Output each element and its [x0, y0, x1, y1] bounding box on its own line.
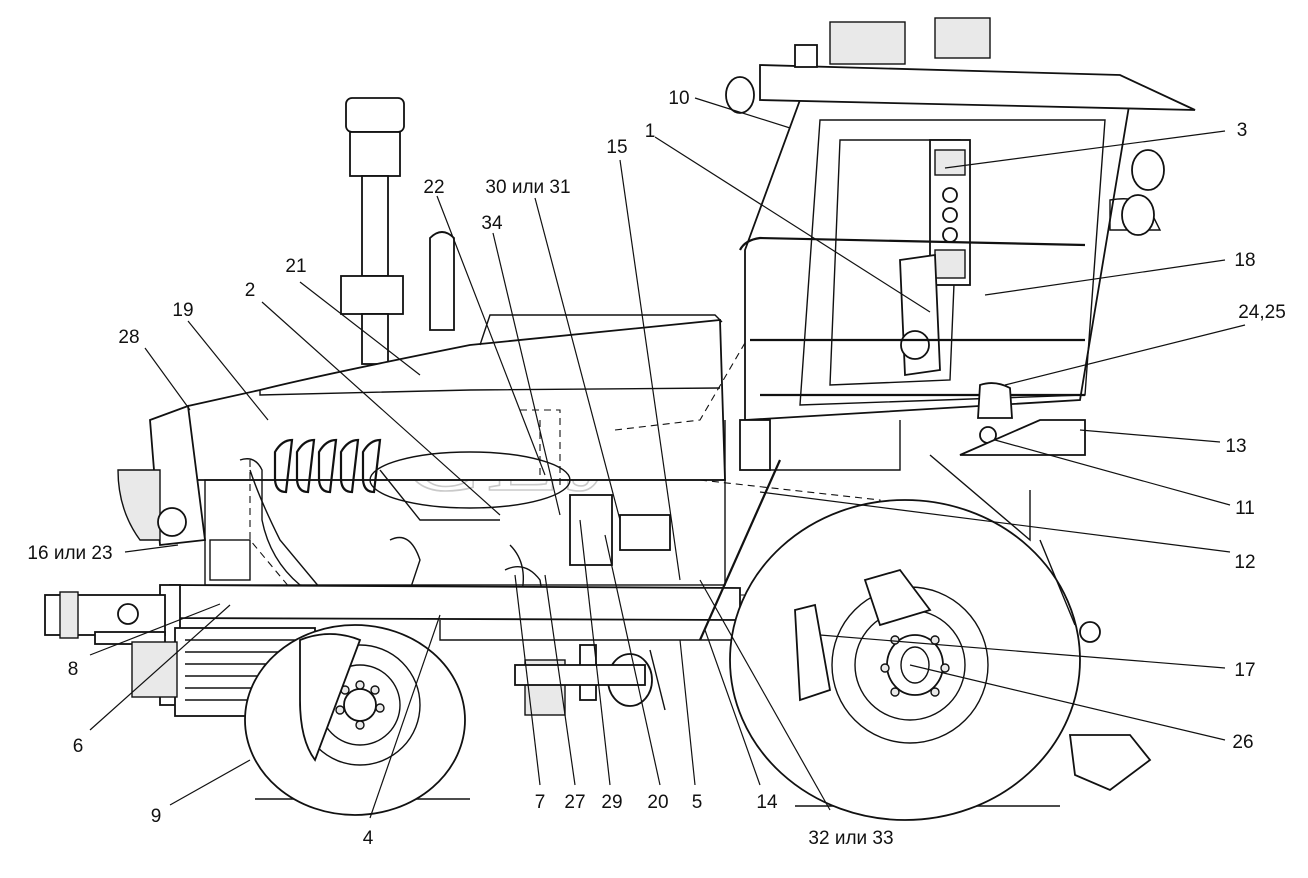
- exhaust-stack: [340, 97, 455, 365]
- callout-1: 1: [645, 121, 656, 142]
- callout-20: 20: [647, 792, 668, 813]
- callout-15: 15: [606, 137, 627, 158]
- hood-louvres: [273, 438, 382, 494]
- callout-21: 21: [285, 256, 306, 277]
- callout-4: 4: [363, 828, 374, 849]
- callout-3: 3: [1237, 120, 1248, 141]
- callout-17: 17: [1234, 660, 1255, 681]
- callout-13: 13: [1225, 436, 1246, 457]
- callout-5: 5: [692, 792, 703, 813]
- callout-22: 22: [423, 177, 444, 198]
- callout-8: 8: [68, 659, 79, 680]
- callout-29: 29: [601, 792, 622, 813]
- front-wheel: [244, 624, 466, 816]
- callout-14: 14: [756, 792, 778, 813]
- callout-24-25: 24,25: [1238, 302, 1286, 323]
- callout-6: 6: [73, 736, 84, 757]
- front-drawbar: [44, 591, 166, 645]
- rear-hitch: [1039, 539, 1152, 792]
- callout-9: 9: [151, 806, 162, 827]
- callout-34: 34: [481, 213, 503, 234]
- underside-components: [514, 644, 666, 716]
- callout-10: 10: [668, 88, 689, 109]
- callout-2: 2: [245, 280, 256, 301]
- callout-30-or-31: 30 или 31: [485, 177, 570, 198]
- callout-12: 12: [1234, 552, 1255, 573]
- callout-16-or-23: 16 или 23: [27, 543, 112, 564]
- callout-7: 7: [535, 792, 546, 813]
- leader-lines: [89, 97, 1246, 819]
- callout-27: 27: [564, 792, 585, 813]
- rear-wheel: [729, 499, 1081, 821]
- operator-cab: [698, 17, 1196, 641]
- callout-32-or-33: 32 или 33: [808, 828, 893, 849]
- callout-28: 28: [118, 327, 139, 348]
- callout-labels: 1 2 3 4 5 6 7 8 9 10 11 12 13 14 15 16 и…: [27, 88, 1285, 849]
- callout-18: 18: [1234, 250, 1255, 271]
- callout-11: 11: [1235, 498, 1255, 519]
- callout-19: 19: [172, 300, 193, 321]
- callout-26: 26: [1232, 732, 1253, 753]
- engine-block: [204, 451, 726, 611]
